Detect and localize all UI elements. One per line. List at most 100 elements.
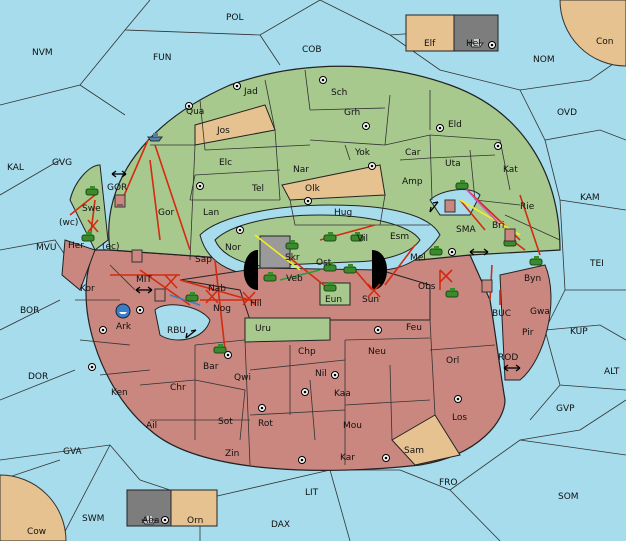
double-arrow-icon — [429, 201, 439, 213]
label-sot: Sot — [218, 417, 233, 427]
label-wc-her: (wc) — [59, 218, 78, 228]
double-arrow-icon — [503, 364, 521, 372]
label-nog: Nog — [213, 304, 231, 314]
label-nar: Nar — [293, 165, 309, 175]
ship-icon — [147, 133, 163, 142]
ship-icon — [131, 249, 143, 263]
region-swe[interactable] — [69, 164, 109, 251]
label-uta: Uta — [445, 159, 461, 169]
x-mark-icon — [87, 219, 99, 233]
canal-links — [111, 170, 521, 372]
double-arrow-icon — [469, 248, 489, 256]
label-con: Con — [596, 37, 614, 47]
circle-dot-icon — [454, 395, 462, 403]
supply-centers — [88, 41, 502, 524]
label-hil: Hil — [250, 299, 262, 309]
label-kat: Kat — [503, 165, 518, 175]
label-ark: Ark — [116, 322, 132, 332]
label-gvg: GVG — [52, 158, 72, 168]
label-kup: KUP — [570, 327, 588, 337]
label-chp: Chp — [298, 347, 316, 357]
ship-icon — [504, 228, 516, 242]
label-los: Los — [452, 413, 467, 423]
label-rot: Rot — [258, 419, 273, 429]
outer-labels: POL NVM FUN COB NOM Con OVD KAL GVG KAM … — [7, 13, 620, 537]
tank-icon — [85, 186, 99, 196]
tank-icon — [323, 262, 337, 272]
label-alt: ALT — [604, 367, 620, 377]
circle-dot-icon — [301, 388, 309, 396]
circle-dot-icon — [448, 248, 456, 256]
circle-dot-icon — [236, 226, 244, 234]
label-ovd: OVD — [557, 108, 577, 118]
label-kar: Kar — [340, 453, 355, 463]
label-sma: SMA — [456, 225, 476, 235]
tank-icon — [323, 282, 337, 292]
label-sap: Sap — [195, 255, 212, 265]
label-bar: Bar — [203, 362, 219, 372]
label-gva: GVA — [63, 447, 83, 457]
label-gwa: Gwa — [530, 307, 550, 317]
x-mark-icon — [367, 283, 381, 298]
region-con[interactable] — [559, 0, 626, 67]
region-cow[interactable] — [0, 474, 67, 541]
circle-dot-icon — [319, 76, 327, 84]
label-mou: Mou — [343, 421, 362, 431]
tank-icon — [529, 256, 543, 266]
tunnel-east — [372, 250, 387, 290]
inset-north — [405, 14, 499, 52]
region-uru[interactable] — [244, 317, 331, 343]
label-hel: Hel — [466, 39, 481, 49]
label-qua: Qua — [186, 107, 204, 117]
green-labels: Jad Sch Qua Jos Grh Eld Elc Yok Car Uta … — [82, 87, 541, 334]
circle-dot-icon — [331, 371, 339, 379]
label-bri: Bri — [492, 221, 504, 231]
label-gor-coast: GOR — [107, 183, 127, 193]
label-skr: Skr — [285, 253, 300, 263]
label-mit: MIT — [136, 275, 152, 285]
label-nab: Nab — [208, 284, 226, 294]
label-kor: Kor — [80, 284, 95, 294]
label-car: Car — [405, 148, 421, 158]
circle-dot-icon — [136, 306, 144, 314]
region-gwa-pir[interactable] — [499, 264, 552, 381]
tank-icon — [445, 288, 459, 298]
double-arrow-icon — [185, 329, 197, 339]
tank-icon — [343, 264, 357, 274]
label-esm: Esm — [390, 232, 409, 242]
label-neu: Neu — [368, 347, 386, 357]
label-tel: Tel — [251, 184, 264, 194]
region-skr[interactable] — [259, 235, 291, 269]
label-dor: DOR — [28, 372, 48, 382]
circle-dot-icon — [494, 142, 502, 150]
label-mvu: MVU — [36, 243, 57, 253]
circle-dot-icon — [99, 326, 107, 334]
label-elc: Elc — [219, 158, 232, 168]
region-her[interactable] — [61, 239, 96, 291]
label-yok: Yok — [354, 148, 371, 158]
circle-dot-icon — [374, 326, 382, 334]
label-orl: Orl — [446, 356, 459, 366]
label-ec-her: (ec) — [102, 242, 120, 252]
circle-dot-icon — [488, 41, 496, 49]
circle-dot-icon — [304, 197, 312, 205]
circle-dot-icon — [368, 162, 376, 170]
label-obs: Obs — [418, 282, 436, 292]
label-rbu: RBU — [167, 326, 186, 336]
tank-icon — [455, 180, 469, 190]
circle-dot-icon — [362, 122, 370, 130]
label-nom: NOM — [533, 55, 555, 65]
region-sam[interactable] — [391, 414, 461, 466]
ship-icon — [141, 516, 157, 525]
label-cob: COB — [302, 45, 322, 55]
tank-icon — [429, 246, 443, 256]
label-amp: Amp — [402, 177, 423, 187]
circle-dot-icon — [233, 82, 241, 90]
label-veb: Veb — [286, 274, 303, 284]
label-gor: Gor — [158, 208, 174, 218]
label-chr: Chr — [170, 383, 186, 393]
label-eld: Eld — [448, 120, 462, 130]
